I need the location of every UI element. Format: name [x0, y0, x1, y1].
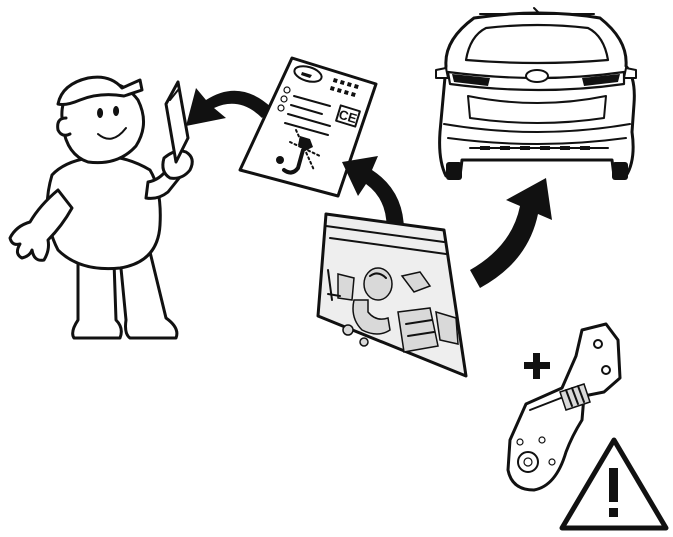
bracket-part: [506, 322, 622, 492]
mechanic-figure: [8, 75, 194, 340]
parts-bag: [316, 212, 468, 378]
certificate-document: CE: [238, 56, 378, 198]
warning-triangle-icon: !: [559, 437, 669, 531]
car-rear: [435, 7, 637, 180]
arrow-icon: [470, 178, 552, 288]
arrow-icon: [186, 88, 272, 126]
ce-mark: CE: [337, 107, 359, 127]
plus-symbol: [524, 353, 550, 379]
